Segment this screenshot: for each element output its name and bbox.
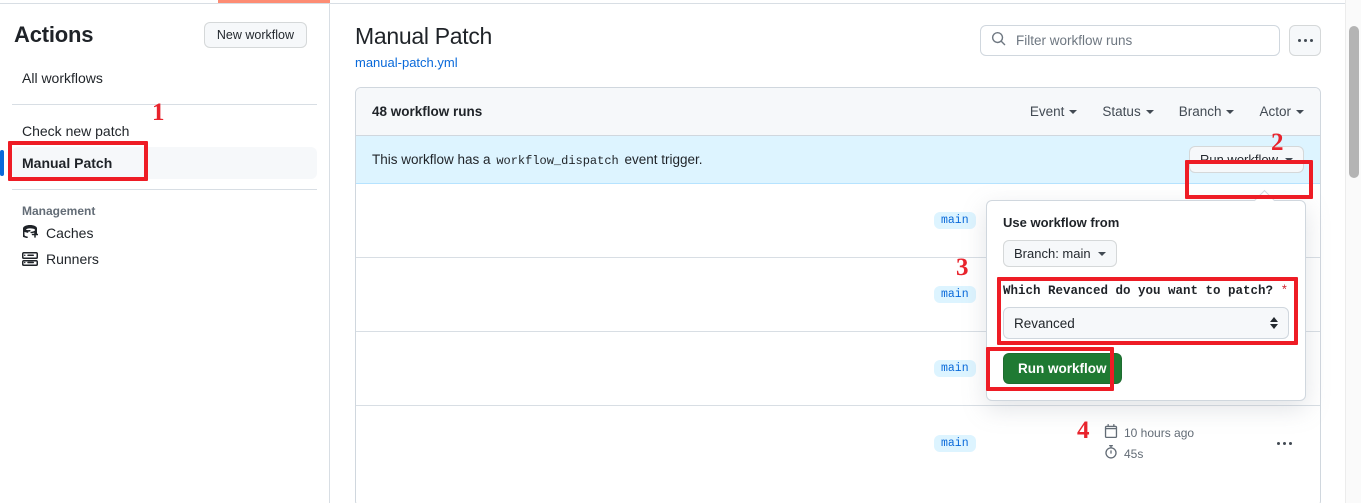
workflow-heading-group: Manual Patch manual-patch.yml xyxy=(355,22,492,70)
sidebar-divider-1 xyxy=(12,104,317,105)
filter-event-label: Event xyxy=(1029,104,1065,119)
branch-badge[interactable]: main xyxy=(934,360,976,377)
revanced-select-value: Revanced xyxy=(1014,315,1075,331)
page-load-progress-bar xyxy=(218,0,330,3)
server-icon xyxy=(22,251,38,267)
branch-select-button[interactable]: Branch: main xyxy=(1003,240,1117,267)
table-row[interactable]: main xyxy=(356,258,1320,332)
dispatch-text-before: This workflow has a xyxy=(372,151,491,167)
table-row[interactable]: main xyxy=(356,184,1320,258)
run-branch-cell: main xyxy=(934,286,1104,303)
filter-status-dropdown[interactable]: Status xyxy=(1102,104,1154,119)
run-meta-cell: 10 hours ago 45s xyxy=(1104,424,1264,462)
workflow-input-label-text: Which Revanced do you want to patch? xyxy=(1003,284,1274,298)
run-workflow-dropdown-label: Run workflow xyxy=(1199,152,1278,167)
scrollbar-thumb[interactable] xyxy=(1349,26,1359,178)
workflow-dispatch-text: This workflow has a workflow_dispatch ev… xyxy=(372,152,703,168)
table-row[interactable]: main 10 hours ago xyxy=(356,406,1320,480)
filter-branch-dropdown[interactable]: Branch xyxy=(1179,104,1235,119)
workflow-runs-count: 48 workflow runs xyxy=(372,104,483,119)
workflow-input-label: Which Revanced do you want to patch? * xyxy=(1003,284,1289,298)
run-workflow-dropdown-button[interactable]: Run workflow xyxy=(1188,146,1304,173)
filter-event-dropdown[interactable]: Event xyxy=(1030,104,1078,119)
run-date-label: 10 hours ago xyxy=(1124,425,1195,440)
sidebar-item-runners[interactable]: Runners xyxy=(12,246,317,272)
branch-badge[interactable]: main xyxy=(934,434,976,452)
filter-status-label: Status xyxy=(1102,104,1141,119)
workflow-runs-toolbar: 48 workflow runs Event Status Branch xyxy=(356,88,1320,136)
use-workflow-from-label: Use workflow from xyxy=(1003,215,1120,230)
run-branch-cell: main xyxy=(934,212,1104,229)
run-workflow-submit-button[interactable]: Run workflow xyxy=(1003,353,1122,384)
search-input[interactable] xyxy=(1014,32,1269,49)
management-section-label: Management xyxy=(22,204,96,218)
filter-actor-dropdown[interactable]: Actor xyxy=(1259,104,1304,119)
branch-select-label: Branch: main xyxy=(1014,246,1091,261)
header-divider xyxy=(0,3,1345,4)
cache-icon xyxy=(22,225,39,241)
sidebar-item-caches-label: Caches xyxy=(46,225,94,241)
sidebar-title: Actions xyxy=(14,22,94,47)
page-title: Manual Patch xyxy=(355,23,493,49)
run-workflow-popover: Use workflow from Branch: main Which Rev… xyxy=(986,200,1306,401)
calendar-icon xyxy=(1104,424,1118,441)
sidebar-divider-2 xyxy=(12,189,317,190)
chevron-down-icon xyxy=(1285,157,1293,162)
filter-actor-label: Actor xyxy=(1259,104,1291,119)
run-duration-label: 45s xyxy=(1124,446,1144,461)
sidebar-item-check-new-patch[interactable]: Check new patch xyxy=(22,123,130,139)
sidebar-header: Actions New workflow xyxy=(0,4,329,62)
sidebar-item-runners-label: Runners xyxy=(46,251,99,267)
kebab-horizontal-icon xyxy=(1297,39,1313,42)
workflow-header: Manual Patch manual-patch.yml xyxy=(331,4,1345,70)
branch-badge[interactable]: main xyxy=(934,212,976,229)
chevron-down-icon xyxy=(1296,109,1304,114)
filter-workflow-runs-box[interactable] xyxy=(980,25,1280,56)
header-controls xyxy=(980,25,1321,56)
kebab-horizontal-icon xyxy=(1276,441,1292,445)
dispatch-text-after: event trigger. xyxy=(624,151,703,167)
run-branch-cell: main xyxy=(934,434,1104,452)
actions-sidebar: Actions New workflow All workflows Check… xyxy=(0,4,330,503)
workflow-file-link[interactable]: manual-patch.yml xyxy=(355,55,458,70)
sidebar-item-all-workflows[interactable]: All workflows xyxy=(22,70,103,86)
run-duration: 45s xyxy=(1104,445,1264,462)
run-branch-cell: main xyxy=(934,360,1104,377)
workflow-dispatch-banner: This workflow has a workflow_dispatch ev… xyxy=(356,136,1320,184)
sidebar-item-caches[interactable]: Caches xyxy=(12,220,317,246)
browser-scrollbar[interactable] xyxy=(1345,0,1361,503)
filter-branch-label: Branch xyxy=(1178,104,1222,119)
header-kebab-menu-button[interactable] xyxy=(1289,25,1321,56)
dispatch-event-code: workflow_dispatch xyxy=(496,153,619,168)
required-marker: * xyxy=(1280,284,1289,298)
select-updown-icon xyxy=(1270,317,1278,329)
stopwatch-icon xyxy=(1104,445,1118,462)
run-kebab-menu-button[interactable] xyxy=(1264,441,1304,445)
run-date: 10 hours ago xyxy=(1104,424,1264,441)
chevron-down-icon xyxy=(1145,109,1154,114)
branch-badge[interactable]: main xyxy=(934,286,976,303)
search-icon xyxy=(991,31,1006,51)
main-content: Manual Patch manual-patch.yml xyxy=(331,4,1345,503)
sidebar-item-manual-patch[interactable]: Manual Patch xyxy=(0,147,317,179)
revanced-select[interactable]: Revanced xyxy=(1003,307,1289,339)
workflow-runs-filters: Event Status Branch Actor xyxy=(1030,104,1304,119)
chevron-down-icon xyxy=(1069,109,1078,114)
new-workflow-button[interactable]: New workflow xyxy=(203,22,307,48)
chevron-down-icon xyxy=(1097,251,1106,256)
chevron-down-icon xyxy=(1226,109,1235,114)
